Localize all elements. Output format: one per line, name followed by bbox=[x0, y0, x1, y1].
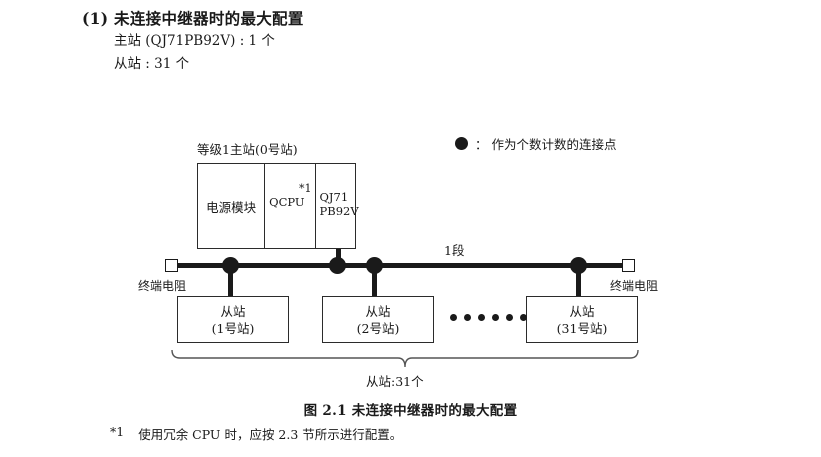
bus-trunk-line bbox=[172, 263, 630, 268]
network-module-label-line2: PB92V bbox=[319, 204, 359, 218]
slave-station-number: (1号站) bbox=[211, 320, 255, 336]
slave-count-label: 从站:31个 bbox=[366, 374, 424, 389]
ellipsis-dot bbox=[478, 314, 485, 321]
slave-station-number: (2号站) bbox=[356, 320, 400, 336]
footnote: *1 使用冗余 CPU 时，应按 2.3 节所示进行配置。 bbox=[110, 424, 402, 443]
network-module-label-line1: QJ71 bbox=[319, 190, 349, 204]
slave-station-title: 从站 bbox=[220, 303, 246, 319]
connection-node-master bbox=[329, 257, 346, 274]
terminator-left-label: 终端电阻 bbox=[138, 279, 187, 293]
slave-count-brace bbox=[171, 349, 639, 368]
slave-31-drop-line bbox=[576, 266, 581, 298]
segment-label: 1段 bbox=[444, 243, 465, 258]
ellipsis-dot bbox=[450, 314, 457, 321]
ellipsis-dot bbox=[492, 314, 499, 321]
figure-caption: 图 2.1 未连接中继器时的最大配置 bbox=[303, 403, 518, 419]
master-station-rack: 电源模块 QCPU *1 QJ71 PB92V bbox=[197, 163, 359, 249]
terminator-right-icon bbox=[622, 259, 635, 272]
slave-2-drop-line bbox=[372, 266, 377, 298]
rack-cell-qcpu: QCPU *1 bbox=[265, 164, 316, 248]
heading-block: (1) 未连接中继器时的最大配置 主站 (QJ71PB92V) : 1 个 从站… bbox=[82, 8, 682, 76]
qcpu-label: QCPU bbox=[269, 195, 305, 209]
page-title: (1) 未连接中继器时的最大配置 bbox=[82, 9, 304, 28]
ellipsis-dot bbox=[520, 314, 527, 321]
power-module-label: 电源模块 bbox=[206, 199, 257, 215]
slave-1-drop-line bbox=[228, 266, 233, 298]
connection-node-slave-1 bbox=[222, 257, 239, 274]
connection-node-slave-2 bbox=[366, 257, 383, 274]
master-station-header-label: 等级1主站(0号站) bbox=[197, 142, 298, 157]
qcpu-footnote-reference: *1 bbox=[299, 182, 312, 195]
slave-station-title: 从站 bbox=[365, 303, 391, 319]
terminator-right-label: 终端电阻 bbox=[610, 279, 659, 293]
spec-line-master: 主站 (QJ71PB92V) : 1 个 bbox=[114, 33, 275, 49]
slave-stations-ellipsis bbox=[450, 314, 527, 321]
rack-cell-power-module: 电源模块 bbox=[198, 164, 266, 248]
slave-station-number: (31号站) bbox=[556, 320, 608, 336]
slave-station-box-31: 从站 (31号站) bbox=[526, 296, 638, 343]
footnote-marker: *1 bbox=[110, 424, 125, 439]
slave-station-box-1: 从站 (1号站) bbox=[177, 296, 289, 343]
footnote-text: 使用冗余 CPU 时，应按 2.3 节所示进行配置。 bbox=[138, 427, 403, 442]
filled-circle-icon bbox=[455, 137, 468, 150]
spec-line-slave: 从站 : 31 个 bbox=[114, 56, 190, 72]
legend: ： 作为个数计数的连接点 bbox=[455, 134, 616, 153]
terminator-left-icon bbox=[165, 259, 178, 272]
slave-station-box-2: 从站 (2号站) bbox=[322, 296, 434, 343]
network-module-label: QJ71 PB92V bbox=[320, 190, 359, 218]
ellipsis-dot bbox=[464, 314, 471, 321]
connection-node-slave-31 bbox=[570, 257, 587, 274]
legend-label: ： 作为个数计数的连接点 bbox=[475, 137, 617, 152]
rack-cell-network-module: QJ71 PB92V bbox=[316, 164, 359, 248]
slave-station-title: 从站 bbox=[569, 303, 595, 319]
ellipsis-dot bbox=[506, 314, 513, 321]
